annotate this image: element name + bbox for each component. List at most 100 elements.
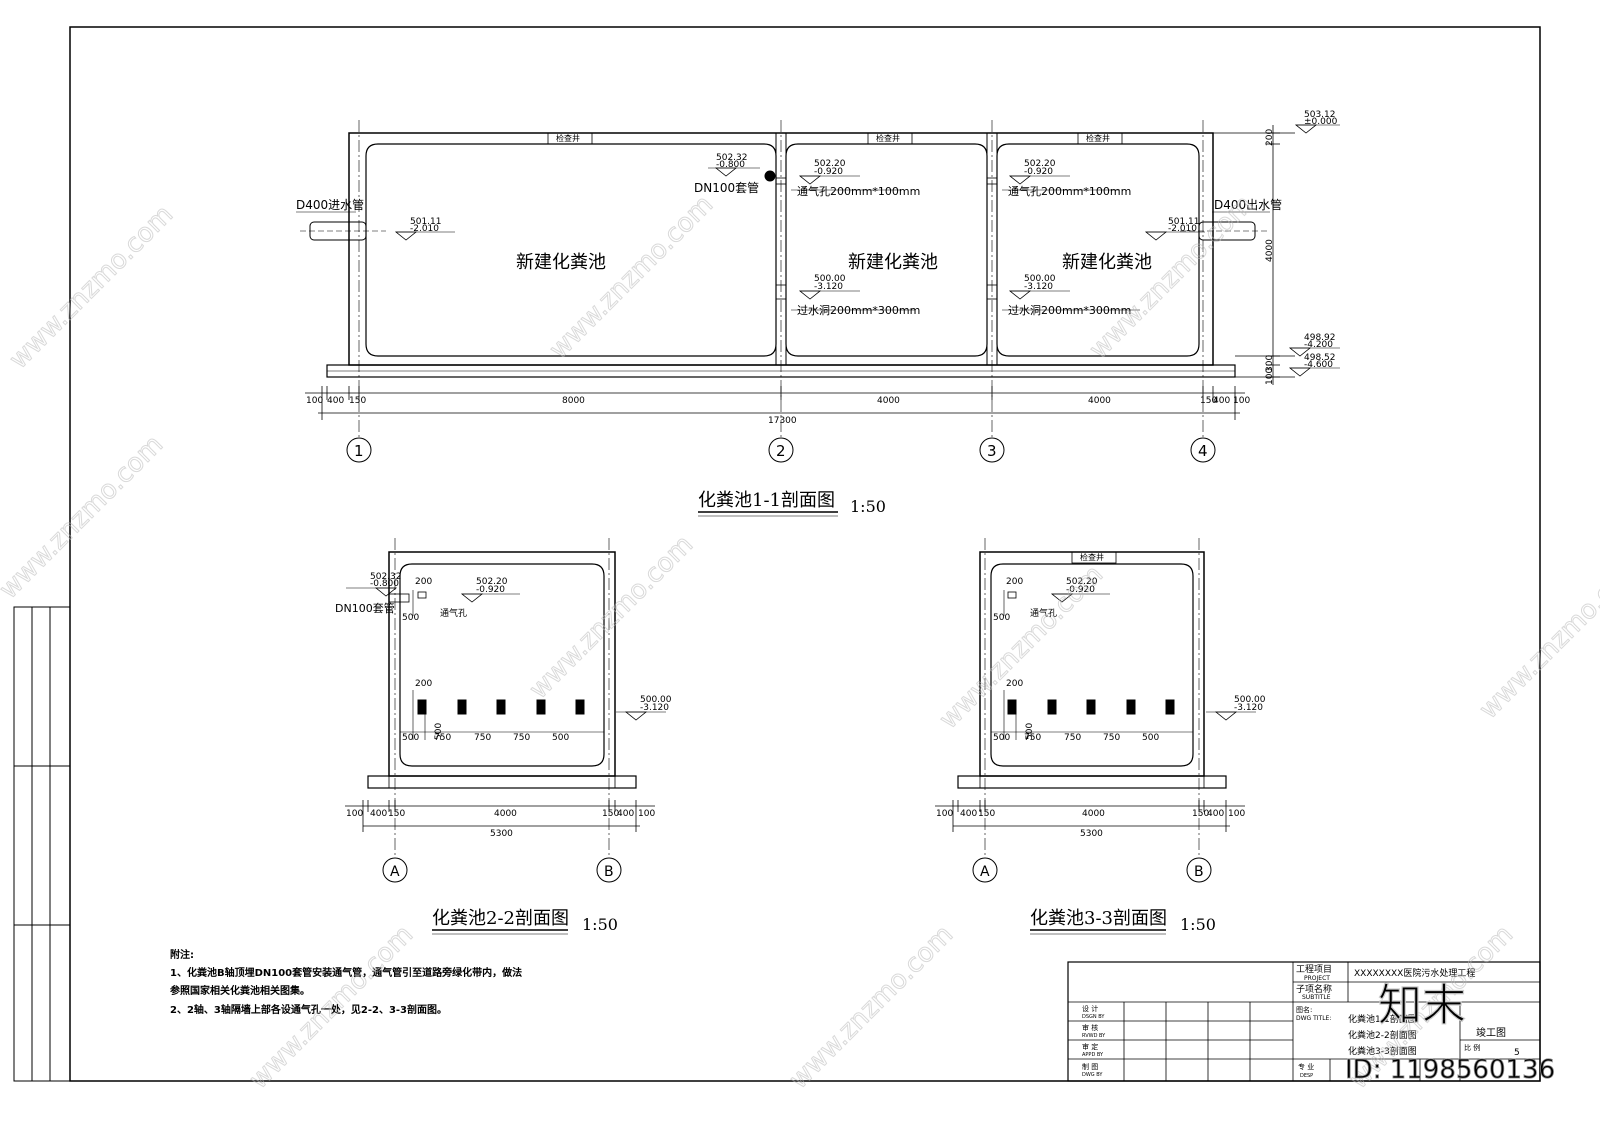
- elev-inlet-abs-left: 501.11: [410, 217, 442, 227]
- section2-scale: 1:50: [582, 915, 618, 934]
- s3-dim-hole-1: 500: [1025, 723, 1035, 740]
- s3-axis-a: A: [980, 864, 990, 880]
- watermark-text: www.znzmo.com: [0, 430, 169, 605]
- axis-label-4: 4: [1198, 442, 1208, 460]
- sleeve-label: DN100套管: [694, 180, 759, 195]
- s2-dim-total: 5300: [490, 829, 513, 839]
- dim-bottom-4: 4000: [877, 396, 900, 406]
- s3-dim-200-top: 200: [1006, 577, 1023, 587]
- s2-axis-a: A: [390, 864, 400, 880]
- tb-row-0-en: DSGN BY: [1082, 1014, 1105, 1020]
- sheet-border: [69, 26, 1541, 1082]
- section1-title: 化粪池1-1剖面图: [698, 490, 835, 511]
- tb-row-1-en: RVWD BY: [1082, 1033, 1106, 1039]
- pool-label-3: 新建化粪池: [1062, 252, 1152, 273]
- elev-overflow-abs-1: 500.00: [814, 274, 846, 284]
- elev-top-rel: ±0.000: [1304, 117, 1338, 127]
- s2-dim-200-holes: 200: [415, 679, 432, 689]
- s3-dim-hole-3: 750: [1064, 733, 1081, 743]
- dim-bottom-8: 100: [1233, 396, 1250, 406]
- s2-dim-200-top: 200: [415, 577, 432, 587]
- s3-dim-500-top: 500: [993, 613, 1010, 623]
- elev-overflow-abs-2: 500.00: [1024, 274, 1056, 284]
- section3-scale: 1:50: [1180, 915, 1216, 934]
- elev-inlet-abs-right: 501.11: [1168, 217, 1200, 227]
- section1-scale: 1:50: [850, 497, 886, 516]
- dim-bottom-7: 400: [1213, 396, 1230, 406]
- dim-bottom-1: 400: [327, 396, 344, 406]
- s2-dim-hole-0: 500: [402, 733, 419, 743]
- tb-row-2-cn: 审 定: [1082, 1042, 1098, 1051]
- tb-drawing-label-en: DWG TITLE:: [1296, 1015, 1331, 1022]
- s2-dim-hole-5: 500: [552, 733, 569, 743]
- s3-dim-hole-2: 750: [1024, 733, 1041, 743]
- elev-overflow-rel-2: -3.120: [1024, 282, 1053, 292]
- s2-dim-hole-1: 500: [434, 723, 444, 740]
- elev-bottom1-abs: 498.92: [1304, 333, 1336, 343]
- dim-right-1: 4000: [1265, 239, 1275, 262]
- s2-dim-hole-3: 750: [474, 733, 491, 743]
- elev-inlet-rel-right: -2.010: [1168, 224, 1197, 234]
- s2-dim-hole-2: 750: [434, 733, 451, 743]
- watermark-text: www.znzmo.com: [524, 530, 699, 705]
- axis-label-3: 3: [987, 442, 997, 460]
- s3-dim-bottom-6: 100: [1228, 809, 1245, 819]
- s3-dim-total: 5300: [1080, 829, 1103, 839]
- dim-right-3: 100: [1265, 368, 1275, 385]
- watermark-text: www.znzmo.com: [784, 920, 959, 1095]
- dim-bottom-5: 4000: [1088, 396, 1111, 406]
- s2-elev-hole-rel: -3.120: [640, 703, 669, 713]
- elev-inlet-rel-left: -2.010: [410, 224, 439, 234]
- inspection-well-label-2: 检查井: [876, 133, 900, 143]
- tb-row-3-cn: 制 图: [1082, 1062, 1098, 1071]
- dim-bottom-3: 8000: [562, 396, 585, 406]
- section-3-3-labels: 检查井 200 500 502.20 -0.920 通气孔 200 500.00…: [936, 552, 1266, 934]
- section-1-1-labels: 新建化粪池 新建化粪池 新建化粪池 检查井 检查井 检查井 D400进水管 D4…: [296, 110, 1338, 516]
- tb-drawing-name-1: 化粪池1-1剖面图: [1348, 1013, 1417, 1025]
- tb-project-value: XXXXXXXX医院污水处理工程: [1354, 967, 1475, 979]
- title-block-text: 工程项目 PROJECT XXXXXXXX医院污水处理工程 子项名称 SUBTI…: [1082, 964, 1520, 1079]
- s2-elev-vent-abs: 502.20: [476, 577, 508, 587]
- s2-axis-b: B: [604, 864, 614, 880]
- s3-vent-label: 通气孔: [1030, 607, 1057, 619]
- tb-row-1-cn: 审 核: [1082, 1023, 1098, 1032]
- s3-dim-hole-5: 500: [1142, 733, 1159, 743]
- s2-dim-hole-4: 750: [513, 733, 530, 743]
- notes-line-3: 2、2轴、3轴隔墙上部各设通气孔一处，见2-2、3-3剖面图。: [170, 1003, 447, 1016]
- elev-vent-rel-1: -0.920: [814, 167, 843, 177]
- s3-dim-bottom-4: 150: [1192, 809, 1209, 819]
- dim-bottom-6: 150: [1200, 396, 1217, 406]
- s3-dim-bottom-2: 150: [978, 809, 995, 819]
- binding-strip: [13, 606, 71, 1082]
- s2-sleeve-label: DN100套管: [335, 601, 395, 615]
- watermark-logo: 知末: [1378, 980, 1466, 1031]
- watermark-text: www.znzmo.com: [544, 190, 719, 365]
- tb-drawing-label: 图名:: [1296, 1005, 1312, 1014]
- vent-hole-label-2: 通气孔200mm*100mm: [1008, 184, 1131, 198]
- title-block: [1067, 961, 1541, 1082]
- inspection-well-label-1: 检查井: [556, 133, 580, 143]
- watermark-layer: www.znzmo.com www.znzmo.com www.znzmo.co…: [0, 189, 1600, 1095]
- tb-project-label-en: PROJECT: [1304, 975, 1330, 982]
- notes-line-1: 1、化粪池B轴顶埋DN100套管安装通气管，通气管引至道路旁绿化带内，做法: [170, 966, 522, 979]
- s3-axis-b: B: [1194, 864, 1204, 880]
- section-2-2-labels: 502.32 -0.800 DN100套管 200 500 502.20 -0.…: [335, 572, 672, 934]
- watermark-text: www.znzmo.com: [1084, 190, 1259, 365]
- dim-right-0: 200: [1265, 129, 1275, 146]
- pool-label-1: 新建化粪池: [516, 252, 606, 273]
- s3-dim-hole-4: 750: [1103, 733, 1120, 743]
- section-2-2: [345, 538, 666, 935]
- s2-dim-500-top: 500: [402, 613, 419, 623]
- s3-dim-bottom-5: 400: [1207, 809, 1224, 819]
- s2-elev-sleeve-abs: 502.32: [370, 572, 402, 582]
- elev-vent-rel-2: -0.920: [1024, 167, 1053, 177]
- s3-elev-vent-abs: 502.20: [1066, 577, 1098, 587]
- section2-title: 化粪池2-2剖面图: [432, 908, 569, 929]
- s2-elev-vent-rel: -0.920: [476, 585, 505, 595]
- elev-bottom2-rel: -4.600: [1304, 360, 1333, 370]
- tb-subtitle-label-en: SUBTITLE: [1302, 994, 1331, 1001]
- tb-discipline-en: DESP: [1300, 1073, 1313, 1079]
- notes-heading: 附注:: [170, 948, 194, 961]
- s3-dim-200-holes: 200: [1006, 679, 1023, 689]
